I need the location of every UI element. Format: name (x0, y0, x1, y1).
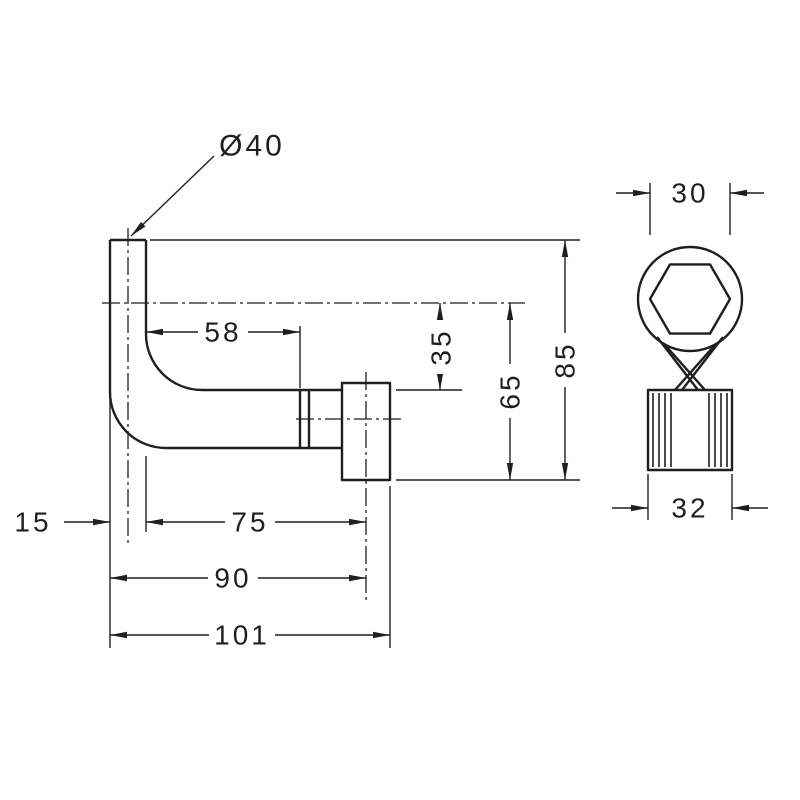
flange-ribs-right (708, 393, 728, 467)
dim-35-mask (425, 320, 455, 374)
dim-35-label: 35 (426, 328, 457, 365)
dim-32: 32 (612, 493, 768, 524)
ring-inner-hex-bore (648, 263, 732, 335)
dim-85-label: 85 (550, 341, 581, 378)
inner-wall (144, 240, 342, 392)
diameter-callout-label: Ø40 (219, 130, 285, 163)
trap-profile (108, 238, 392, 482)
dim-90: 90 (110, 563, 366, 594)
flange-ribs-left (652, 393, 672, 467)
dim-75-mask (225, 507, 275, 537)
dim-15: 15 (14, 507, 110, 538)
extension-lines (109, 239, 580, 648)
dim-65-label: 65 (495, 372, 526, 409)
dim-30-label: 30 (671, 178, 708, 209)
side-view: 30 32 (612, 178, 768, 524)
wall-flange-block (340, 381, 392, 482)
dim-58-mask (198, 317, 248, 347)
dim-58-label: 58 (204, 317, 241, 348)
clamp-tail-right-inner (674, 345, 715, 391)
dim-85: 85 (550, 240, 581, 480)
dim-90-label: 90 (214, 563, 251, 594)
callout-leader-line (130, 155, 215, 237)
dim-30: 30 (616, 178, 764, 209)
dim-101-label: 101 (214, 620, 270, 651)
flange-block (646, 388, 734, 472)
clamp-tail-left-outer (656, 336, 699, 391)
ring-clamp (636, 245, 744, 391)
dim-75: 75 (146, 507, 366, 538)
dim-101: 101 (110, 620, 390, 651)
front-view: Ø40 58 35 65 (14, 130, 580, 651)
dim-65-mask (495, 364, 525, 418)
dim-65: 65 (495, 303, 526, 480)
dim-101-mask (209, 620, 275, 650)
dim-15-label: 15 (14, 507, 51, 538)
flange-outline (646, 388, 734, 472)
dim-90-mask (208, 563, 258, 593)
dim-85-mask (550, 333, 580, 387)
dim-32-label: 32 (671, 493, 708, 524)
clamp-tail-left-inner (665, 345, 706, 391)
ring-outer-circle (636, 245, 744, 353)
dim-58: 58 (146, 317, 300, 348)
clamp-tail-right-outer (681, 336, 724, 391)
diameter-callout: Ø40 (130, 130, 285, 237)
dim-35: 35 (425, 303, 457, 390)
centerlines (102, 228, 525, 600)
dim-75-label: 75 (231, 507, 268, 538)
